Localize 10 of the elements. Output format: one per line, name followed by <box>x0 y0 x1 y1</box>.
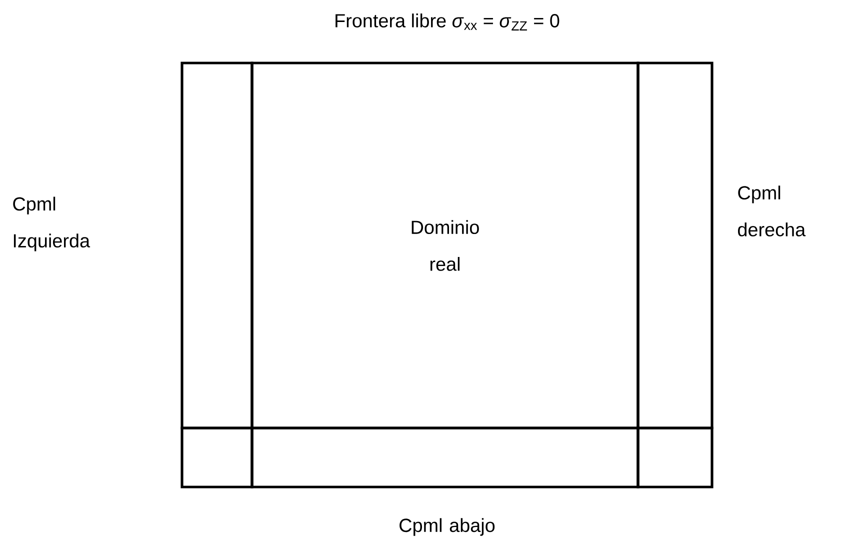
title: Frontera libre σ$_{xx}$ = σ$_{ZZ}$ = 0 <box>336 14 560 30</box>
region-box: Cpml Izquierda <box>13 62 254 430</box>
corner-box <box>180 426 254 488</box>
region-box: Cpml derecha <box>636 62 806 430</box>
region-box: Cpml abajo <box>250 426 640 536</box>
node-label: Cpml derecha <box>738 186 806 236</box>
node-label: Cpml Izquierda <box>13 196 90 252</box>
region-box: Dominio real <box>250 62 640 430</box>
node-label: Cpml abajo <box>400 518 495 536</box>
corner-box <box>636 426 714 488</box>
